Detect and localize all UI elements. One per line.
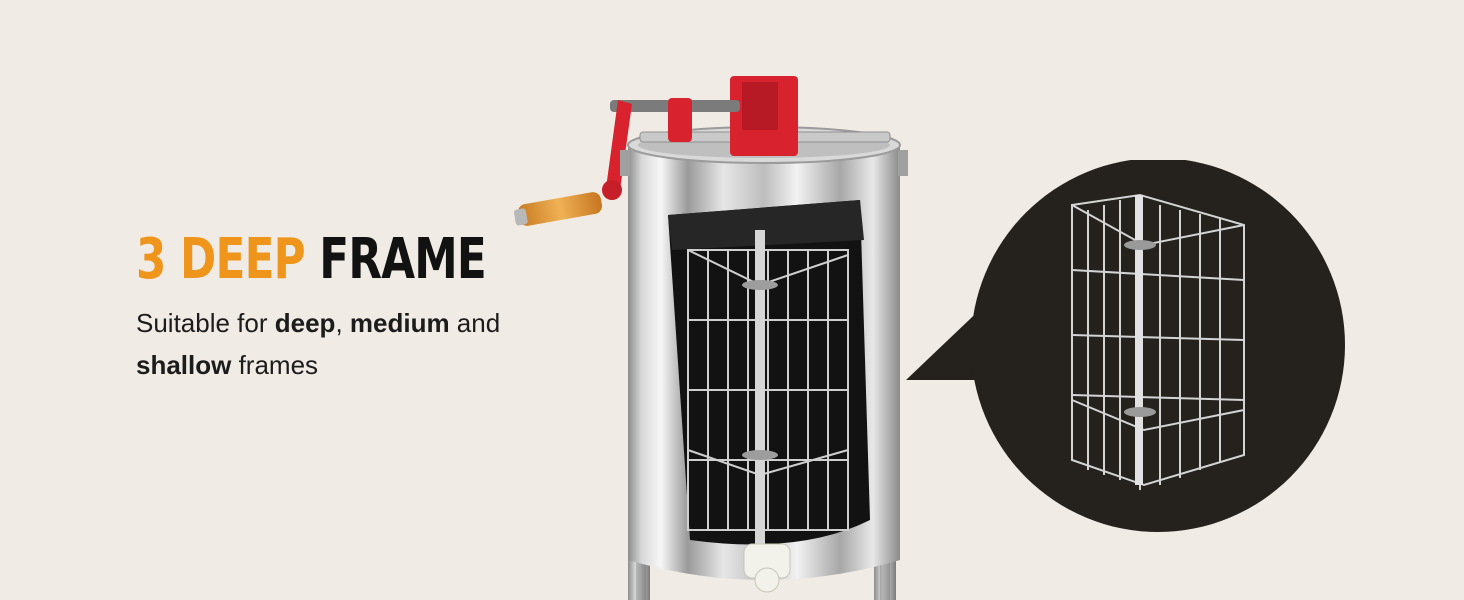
headline-rest: FRAME [319,227,486,292]
frame-basket-detail-image [906,160,1345,532]
subtitle: Suitable for deep, medium and shallow fr… [136,302,556,386]
headline-accent: 3 DEEP [136,227,306,292]
subtitle-bold-deep: deep [274,308,336,338]
subtitle-text: and [449,308,501,338]
headline: 3 DEEP FRAME [136,222,487,298]
subtitle-text: , [335,308,350,338]
subtitle-bold-shallow: shallow [136,350,232,380]
subtitle-text: frames [231,350,319,380]
subtitle-bold-medium: medium [349,308,450,338]
honey-extractor-image [513,76,908,600]
subtitle-text: Suitable for [136,308,275,338]
